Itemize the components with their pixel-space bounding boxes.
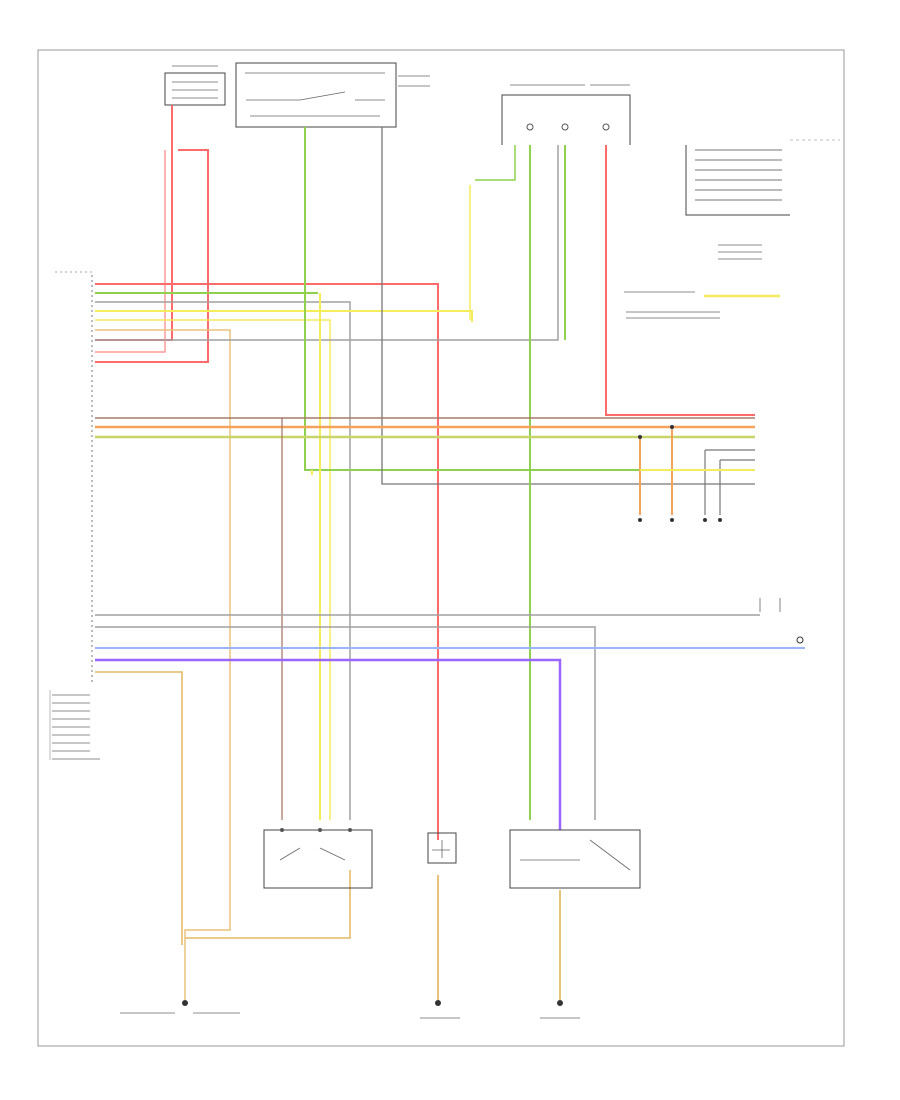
wire-yellow-row	[95, 310, 473, 322]
wire-gray-row	[95, 301, 351, 820]
right-connector-markers	[638, 425, 804, 644]
wire-red-2	[95, 149, 209, 363]
right-module-legend	[624, 139, 840, 319]
wire-gray-mid-2	[95, 626, 596, 820]
ground-point-center	[435, 1000, 441, 1006]
top-right-fuse-box	[501, 84, 631, 145]
wires	[95, 105, 805, 1000]
wire-tan-2	[95, 671, 183, 945]
wire-red-right	[605, 145, 755, 416]
wire-purple-mid	[95, 658, 562, 830]
wire-yellow-2	[95, 319, 331, 820]
wire-red-center	[95, 283, 439, 840]
ground-point-left	[182, 1000, 188, 1006]
right-relay-module	[509, 829, 641, 889]
wire-red-1	[95, 105, 173, 341]
wire-gray-2	[95, 145, 559, 341]
wire-green-vert	[304, 127, 712, 471]
center-relay	[427, 832, 457, 864]
left-connector-module	[49, 271, 100, 760]
diagram-frame	[37, 49, 845, 1047]
wire-tan-1	[95, 329, 231, 945]
wiper-switch	[263, 828, 373, 889]
ground-points	[120, 945, 580, 1019]
wire-tan-gnd	[185, 870, 351, 939]
wire-dark-1	[381, 127, 755, 485]
ignition-switch	[235, 62, 430, 128]
top-left-fuse-box	[164, 65, 226, 106]
wire-red-3	[95, 150, 166, 353]
ground-point-right	[557, 1000, 563, 1006]
